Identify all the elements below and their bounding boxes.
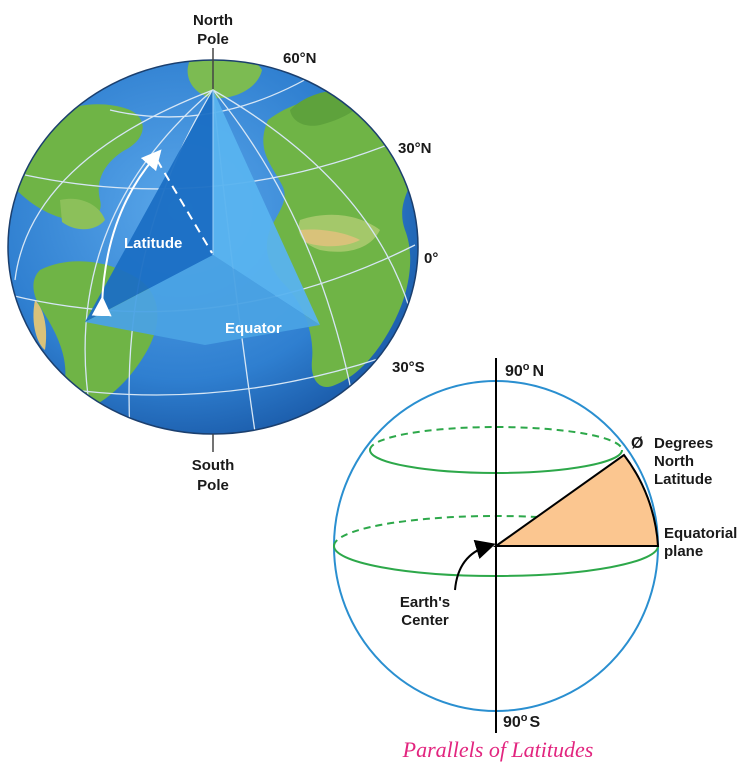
lat-60n-label: 60°N (283, 50, 317, 67)
angle-label-line1: Degrees (654, 435, 713, 452)
globe: Latitude Equator (7, 59, 419, 435)
lat-30s-label: 30°S (392, 359, 425, 376)
phi-symbol: Ø (631, 435, 643, 452)
wedge-right-face (213, 90, 320, 325)
angle-label-line2: North (654, 453, 694, 470)
south-pole-label-line1: South (192, 457, 235, 474)
north-pole-label-line2: Pole (197, 31, 229, 48)
upper-parallel-back (369, 426, 623, 451)
south-pole-label-line2: Pole (197, 477, 229, 494)
parallel-30s (39, 354, 391, 396)
north-pole-label-line1: North (193, 12, 233, 29)
angle-label-line3: Latitude (654, 471, 712, 488)
equator-label: Equator (225, 320, 282, 337)
plane-label-line1: Equatorial (664, 525, 737, 542)
greenland-landmass (187, 60, 262, 99)
center-label-line1: Earth's (400, 594, 450, 611)
latitude-label: Latitude (124, 235, 182, 252)
plane-label-line2: plane (664, 543, 703, 560)
lat-30n-label: 30°N (398, 140, 432, 157)
figure-caption: Parallels of Latitudes (402, 737, 594, 762)
latitude-arc-arrow (91, 149, 213, 317)
center-pointer-arrow (454, 539, 496, 591)
lat-0-label: 0° (424, 250, 438, 267)
globe-graticule (9, 69, 416, 433)
wedge-bottom-face (85, 255, 320, 345)
angle-wedge (492, 453, 660, 547)
center-label-line2: Center (401, 612, 449, 629)
sphere-diagram (333, 358, 660, 733)
